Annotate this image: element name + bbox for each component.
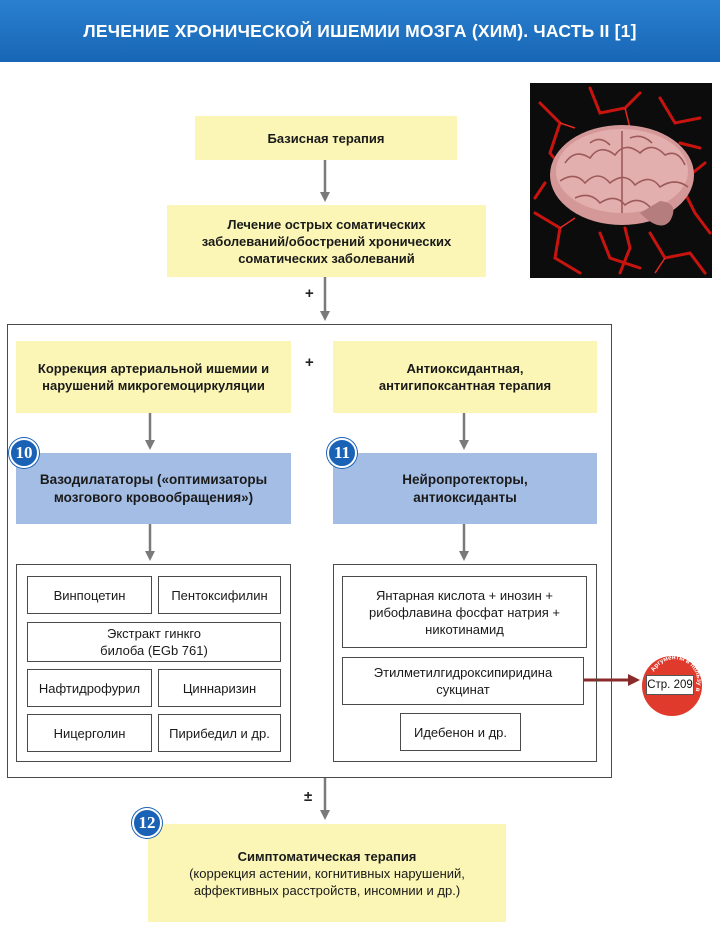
correction-label: Коррекция артериальной ишемии и нарушени… (37, 361, 270, 393)
antioxidant-therapy-box: Антиоксидантная, антигипоксантная терапи… (333, 341, 597, 413)
drug-ginkgo-label: Экстракт гинкго билоба (EGb 761) (100, 626, 208, 658)
drug-vinpocetine-label: Винпоцетин (53, 587, 126, 603)
drug-piribedil: Пирибедил и др. (158, 714, 281, 752)
symptomatic-therapy-box: Симптоматическая терапия (коррекция асте… (148, 824, 506, 922)
drug-pentoxifylline-label: Пентоксифилин (171, 587, 268, 603)
correction-box: Коррекция артериальной ишемии и нарушени… (16, 341, 291, 413)
drug-succinic-combo: Янтарная кислота + инозин + рибофлавина … (342, 576, 587, 648)
plus-minus-sign: ± (304, 788, 313, 805)
acute-treatment-box: Лечение острых соматических заболеваний/… (167, 205, 486, 277)
drug-ethylmethylhydroxypyridine: Этилметилгидроксипиридина сукцинат (342, 657, 584, 705)
vasodilators-box: Вазодилататоры («оптимизаторы мозгового … (16, 453, 291, 524)
drug-naftidrofuryl-label: Нафтидрофурил (38, 680, 141, 696)
acute-treatment-label: Лечение острых соматических заболеваний/… (201, 216, 452, 266)
basic-therapy-box: Базисная терапия (195, 116, 457, 160)
page-reference-badge[interactable]: Аргументы в пользу выбора Стр. 209 (642, 656, 702, 716)
symptomatic-therapy-title: Симптоматическая терапия (237, 848, 417, 864)
vasodilators-label: Вазодилататоры («оптимизаторы мозгового … (39, 471, 268, 505)
neuroprotector-list-frame (333, 564, 597, 762)
badge-10: 10 (9, 438, 39, 468)
treatment-frame (7, 324, 612, 778)
drug-succinic-combo-label: Янтарная кислота + инозин + рибофлавина … (368, 587, 561, 637)
badge-12: 12 (132, 808, 162, 838)
drug-piribedil-label: Пирибедил и др. (169, 725, 270, 741)
plus-sign-top: + (305, 285, 314, 302)
plus-sign-middle: + (305, 354, 314, 371)
drug-naftidrofuryl: Нафтидрофурил (27, 669, 152, 707)
vasodilator-list-frame (16, 564, 291, 762)
drug-cinnarizine-label: Циннаризин (182, 680, 257, 696)
symptomatic-therapy-detail: (коррекция астении, когнитивных нарушени… (189, 865, 465, 898)
basic-therapy-label: Базисная терапия (267, 130, 385, 146)
drug-cinnarizine: Циннаризин (158, 669, 281, 707)
page-header: ЛЕЧЕНИЕ ХРОНИЧЕСКОЙ ИШЕМИИ МОЗГА (ХИМ). … (0, 0, 720, 62)
neuroprotectors-box: Нейропротекторы, антиоксиданты (333, 453, 597, 524)
drug-idebenone: Идебенон и др. (400, 713, 521, 751)
drug-nicergoline: Ницерголин (27, 714, 152, 752)
brain-image (530, 83, 712, 278)
drug-nicergoline-label: Ницерголин (53, 725, 126, 741)
neuroprotectors-label: Нейропротекторы, антиоксиданты (402, 471, 528, 505)
drug-idebenone-label: Идебенон и др. (413, 724, 508, 740)
drug-pentoxifylline: Пентоксифилин (158, 576, 281, 614)
badge-11: 11 (327, 438, 357, 468)
page-title: ЛЕЧЕНИЕ ХРОНИЧЕСКОЙ ИШЕМИИ МОЗГА (ХИМ). … (83, 20, 637, 41)
drug-vinpocetine: Винпоцетин (27, 576, 152, 614)
drug-ethylmethylhydroxypyridine-label: Этилметилгидроксипиридина сукцинат (373, 665, 553, 697)
page-ref-label: Стр. 209 (646, 675, 694, 695)
antioxidant-therapy-label: Антиоксидантная, антигипоксантная терапи… (378, 361, 552, 393)
drug-ginkgo: Экстракт гинкго билоба (EGb 761) (27, 622, 281, 662)
